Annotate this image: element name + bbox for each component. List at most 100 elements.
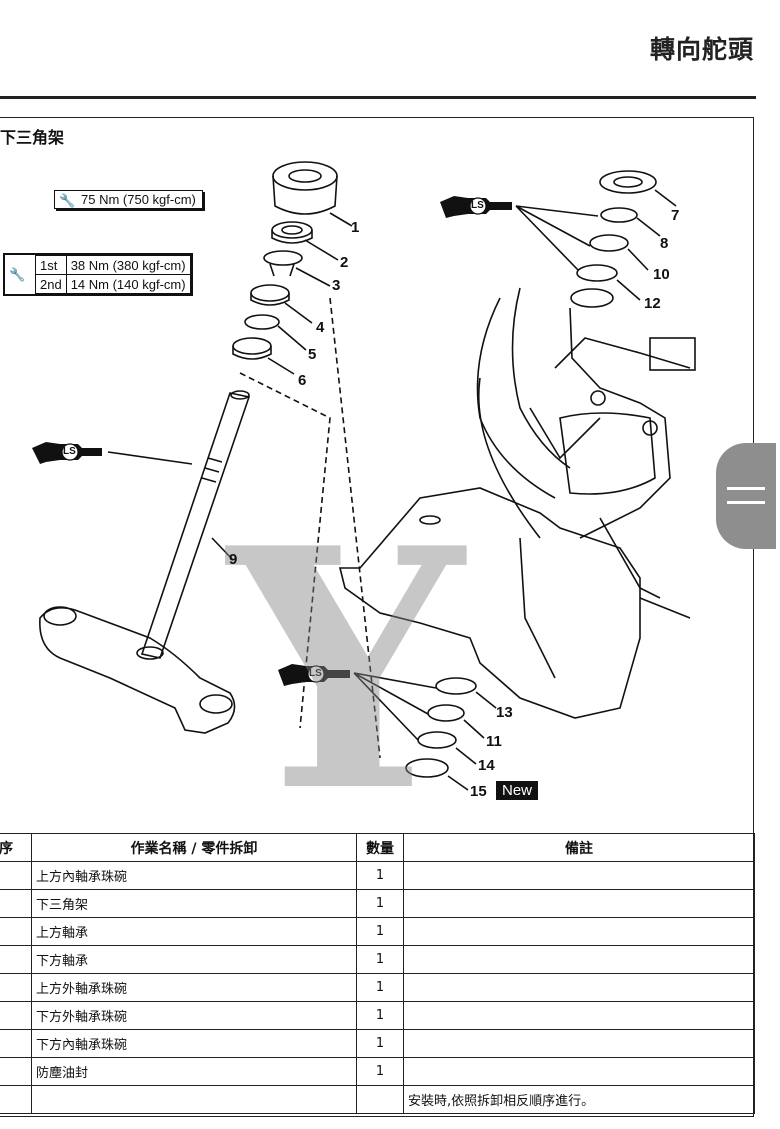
frame-part xyxy=(338,287,696,719)
lower-bearing-part xyxy=(427,704,465,722)
cell-num xyxy=(0,1057,32,1086)
cell-remarks xyxy=(403,973,755,1002)
callout-number: 4 xyxy=(316,319,325,336)
cell-remarks xyxy=(403,917,755,946)
callout-number: 10 xyxy=(653,266,670,283)
cell-num xyxy=(0,973,32,1002)
table-row: 安裝時,依照拆卸相反順序進行。 xyxy=(0,1085,755,1114)
cell-name: 上方內軸承珠碗 xyxy=(31,861,357,890)
torque-value: 75 Nm (750 kgf-cm) xyxy=(81,192,196,207)
cell-num xyxy=(0,1029,32,1058)
cell-remarks xyxy=(403,1057,755,1086)
torque-spec-two-step: 🔧 1st 38 Nm (380 kgf-cm) 2nd 14 Nm (140 … xyxy=(3,253,193,296)
steering-stem-part xyxy=(140,390,251,659)
callout-number: 1 xyxy=(351,219,360,236)
cell-qty: 1 xyxy=(356,917,404,946)
callout-number: 11 xyxy=(486,733,502,750)
callout-number: 9 xyxy=(229,551,238,568)
torque-wrench-icon-2: 🔧 xyxy=(9,266,26,282)
callout-number: 14 xyxy=(478,757,495,774)
callout-number: 12 xyxy=(644,295,661,312)
callout-number: 6 xyxy=(298,372,307,389)
callout-number: 3 xyxy=(332,277,341,294)
callout-number: 5 xyxy=(308,346,317,363)
cell-qty: 1 xyxy=(356,1001,404,1030)
new-part-badge: New xyxy=(496,781,539,800)
lock-washer-part xyxy=(263,250,303,266)
cell-remarks xyxy=(403,861,755,890)
callout-number: 2 xyxy=(340,254,349,271)
col-header-name: 作業名稱 / 零件拆卸 xyxy=(31,833,357,862)
cell-remarks xyxy=(403,1001,755,1030)
callout-number: 8 xyxy=(660,235,669,252)
upper-outer-race-part xyxy=(576,264,618,282)
callout-number: 13 xyxy=(496,704,513,721)
cell-name: 防塵油封 xyxy=(31,1057,357,1086)
cell-name: 上方軸承 xyxy=(31,917,357,946)
torque-step-value: 14 Nm (140 kgf-cm) xyxy=(65,274,191,294)
cell-name: 下方外軸承珠碗 xyxy=(31,1001,357,1030)
cell-num xyxy=(0,1085,32,1114)
cell-qty: 1 xyxy=(356,945,404,974)
section-title: 下三角架 xyxy=(0,128,65,147)
cell-remarks xyxy=(403,889,755,918)
cell-name xyxy=(31,1085,357,1114)
bearing-cap-right-part xyxy=(599,170,657,194)
callout-number: 15 xyxy=(470,783,487,800)
cell-name: 下三角架 xyxy=(31,889,357,918)
watermark: Y xyxy=(228,476,464,864)
cell-qty: 1 xyxy=(356,1057,404,1086)
callout-number: 7 xyxy=(671,207,680,224)
upper-bearing-part xyxy=(589,234,629,252)
cell-num xyxy=(0,917,32,946)
exploded-diagram xyxy=(32,161,696,791)
menu-icon-bar xyxy=(727,501,765,504)
torque-spec-single: 🔧 75 Nm (750 kgf-cm) xyxy=(54,190,203,209)
torque-step-value: 38 Nm (380 kgf-cm) xyxy=(65,255,191,275)
torque-step-label: 2nd xyxy=(35,274,67,294)
cell-name: 下方內軸承珠碗 xyxy=(31,1029,357,1058)
page-title: 轉向舵頭 xyxy=(649,35,754,64)
ls-label-right: LS xyxy=(471,200,484,211)
header-rule xyxy=(0,96,756,99)
cell-num xyxy=(0,1001,32,1030)
side-menu-tab[interactable] xyxy=(716,443,776,549)
lower-bracket-part xyxy=(39,606,236,734)
cell-qty xyxy=(356,1085,404,1114)
cell-qty: 1 xyxy=(356,889,404,918)
col-header-num: 序 xyxy=(0,833,32,862)
lower-outer-race-part xyxy=(435,677,477,695)
upper-inner-race-part xyxy=(600,207,638,223)
ls-arrow-stem xyxy=(107,451,193,465)
col-header-qty: 數量 xyxy=(356,833,404,862)
cell-qty: 1 xyxy=(356,861,404,890)
ring-nut-part xyxy=(271,221,313,239)
cell-remarks xyxy=(403,945,755,974)
torque-wrench-icon: 🔧 xyxy=(59,193,76,208)
cell-name: 上方外軸承珠碗 xyxy=(31,973,357,1002)
torque-step-label: 1st xyxy=(35,255,67,275)
cell-num xyxy=(0,889,32,918)
cell-remarks: 安裝時,依照拆卸相反順序進行。 xyxy=(403,1085,755,1114)
menu-icon-bar xyxy=(727,487,765,490)
col-header-remarks: 備註 xyxy=(403,833,755,862)
cell-remarks xyxy=(403,1029,755,1058)
cell-qty: 1 xyxy=(356,973,404,1002)
rubber-washer-part xyxy=(244,314,280,330)
dust-seal-part xyxy=(405,758,449,778)
ls-label-lower: LS xyxy=(309,668,322,679)
cell-num xyxy=(0,861,32,890)
ls-label: LS xyxy=(63,446,76,457)
cell-qty: 1 xyxy=(356,1029,404,1058)
ring-nut-bottom-part xyxy=(232,337,272,355)
head-pipe-top-part xyxy=(570,288,614,308)
